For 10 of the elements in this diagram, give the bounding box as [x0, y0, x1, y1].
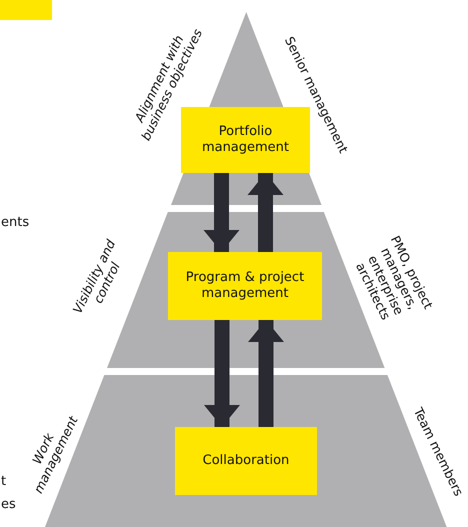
arrow [204, 173, 240, 252]
cut-off-text: t [1, 474, 6, 489]
arrow [248, 320, 284, 427]
process-box: Program & project management [168, 252, 322, 320]
cut-off-text: es [1, 497, 16, 512]
arrow [204, 320, 240, 427]
cut-off-text: ents [1, 215, 30, 230]
process-box: Collaboration [174, 427, 317, 495]
arrow [248, 173, 284, 252]
process-box: Portfolio management [180, 107, 310, 173]
